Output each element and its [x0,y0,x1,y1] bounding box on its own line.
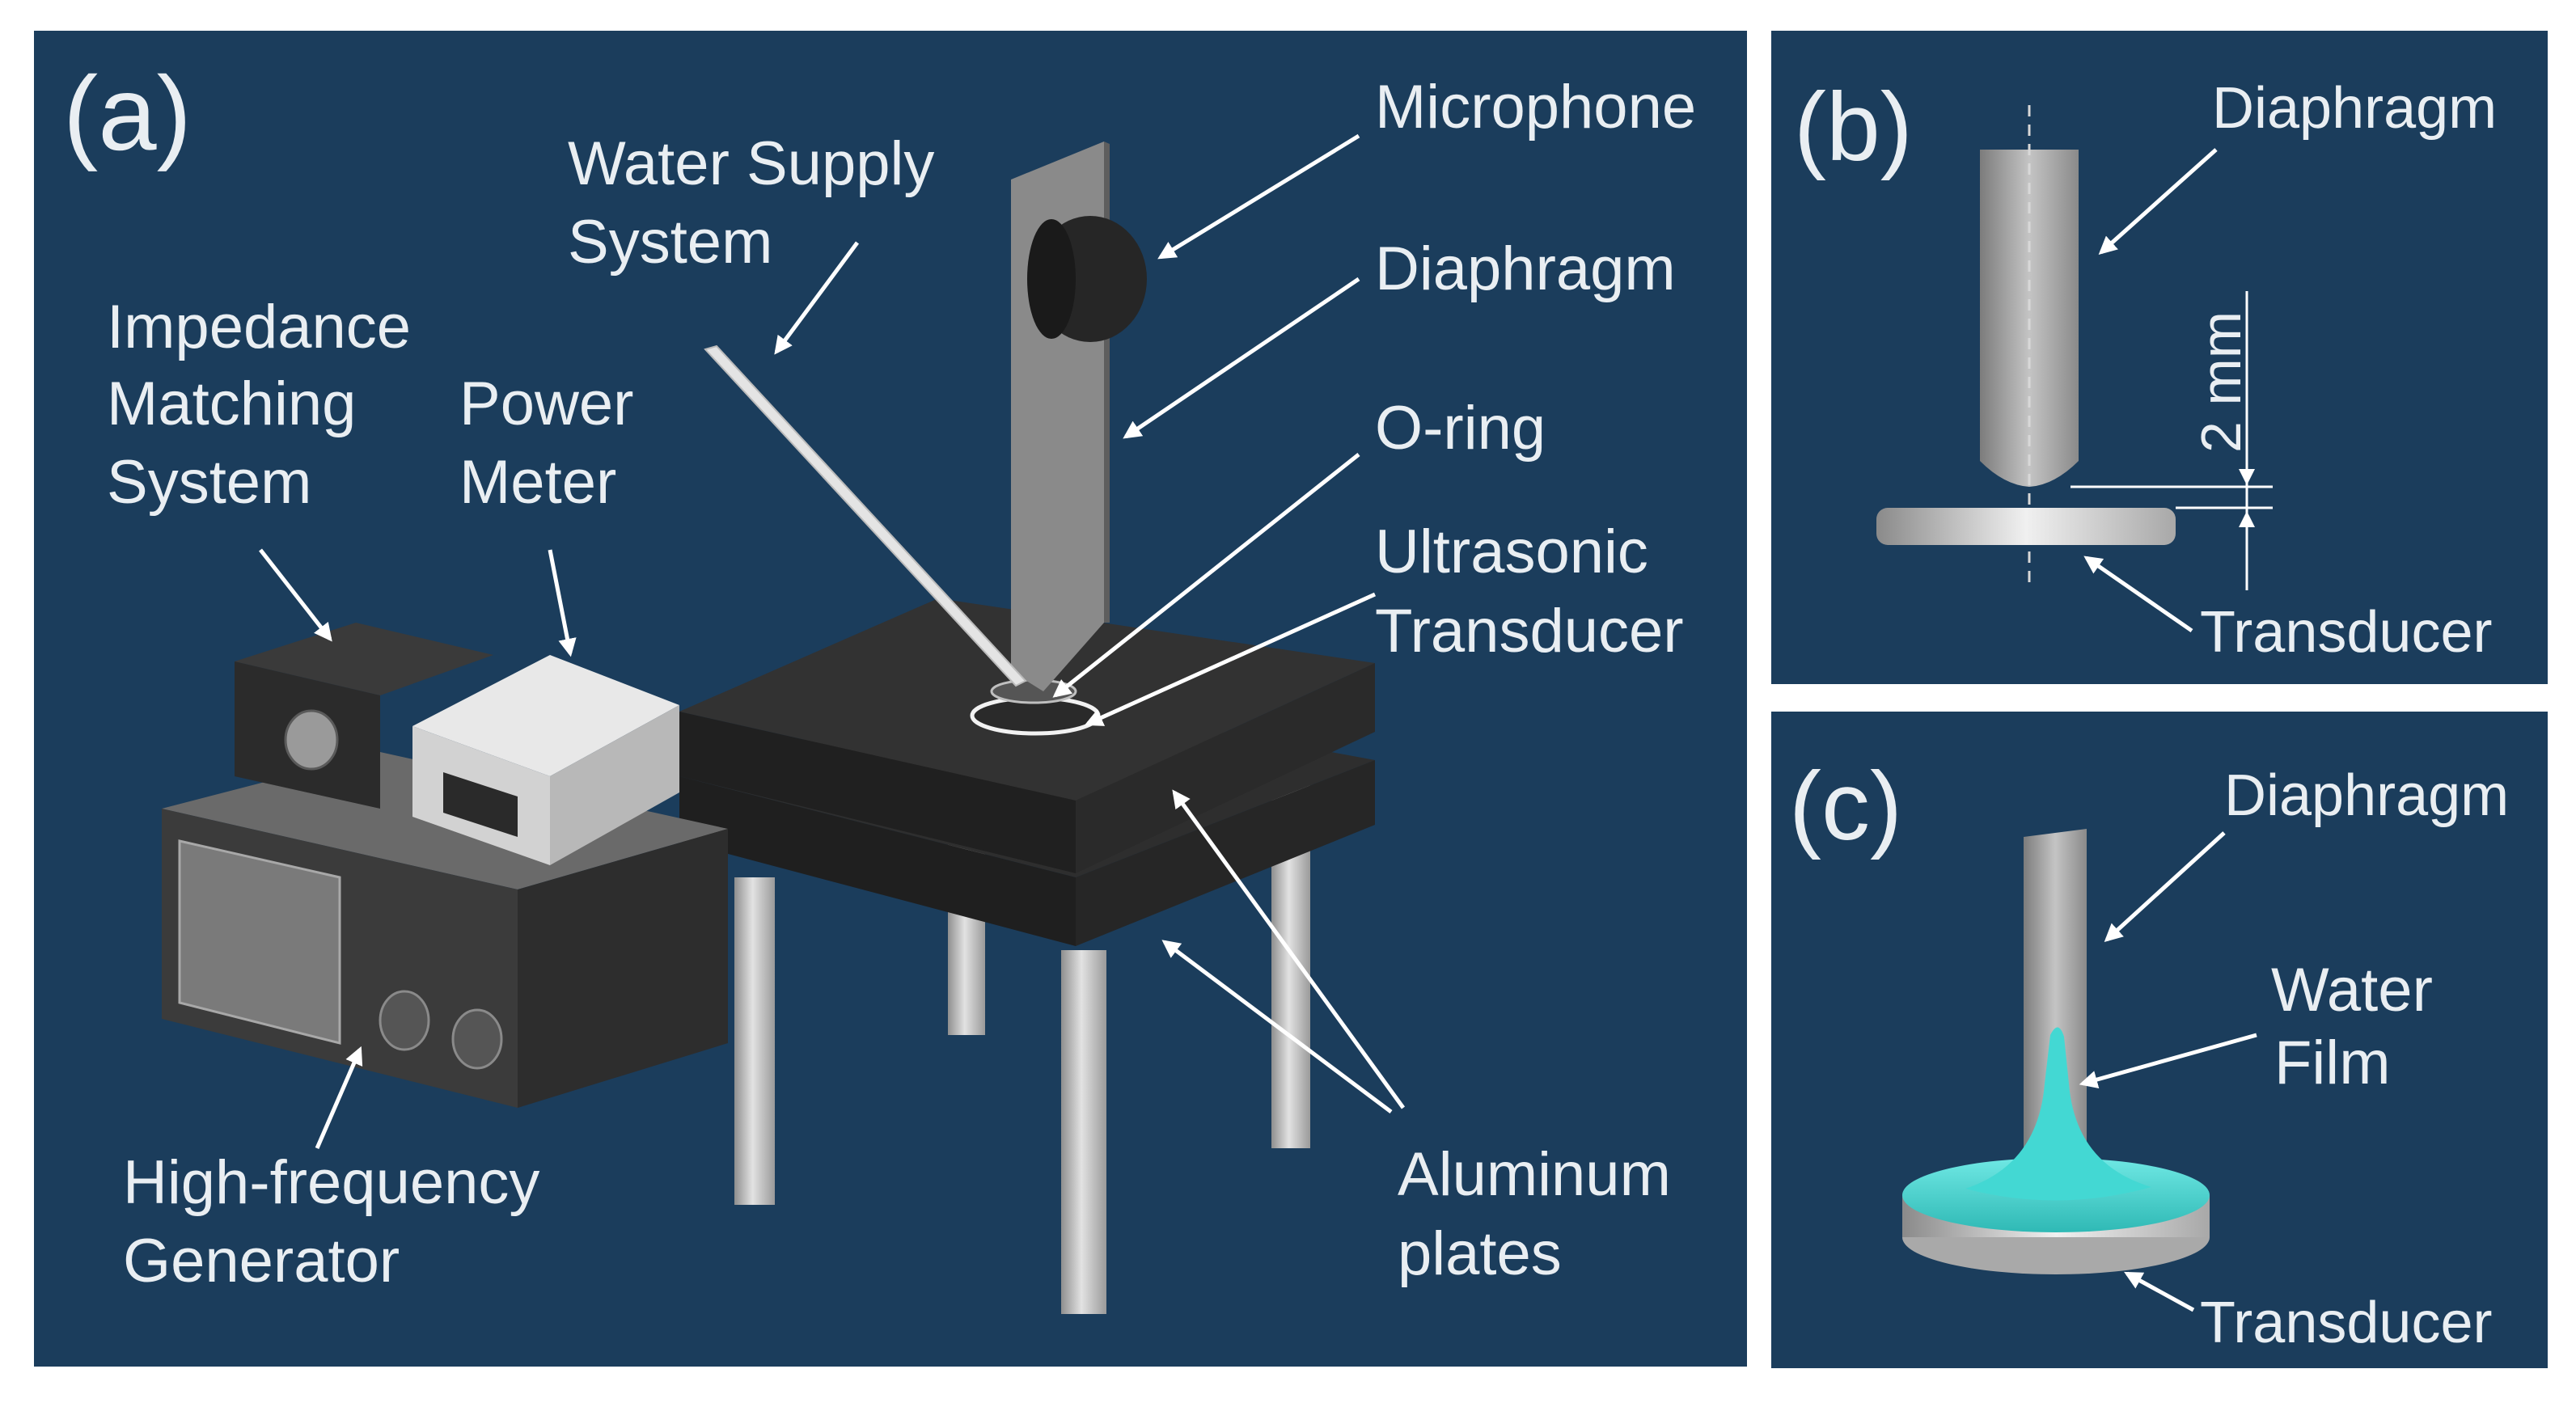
arrow-power-meter [548,549,577,657]
microphone-face [1027,219,1076,339]
arrow-plate-lower [1161,940,1393,1113]
arrow-o-ring [1052,453,1360,698]
power-meter-display [443,772,518,837]
upper-plate-side [1076,663,1375,873]
label-impedance-1: Impedance [107,293,411,361]
arrow-water-supply [774,241,860,355]
label-power-1: Power [459,370,633,438]
label-aluminum-1: Aluminum [1398,1140,1671,1209]
generator-side [518,829,728,1108]
generator-knob-right [451,1008,503,1070]
label-b-transducer: Transducer [2200,600,2492,665]
arrow-microphone [1157,133,1360,260]
label-water-supply-2: System [568,208,772,277]
label-c-diaphragm: Diaphragm [2224,763,2509,828]
label-c-water-1: Water [2271,956,2433,1025]
label-microphone: Microphone [1375,73,1696,142]
label-c-transducer: Transducer [2200,1291,2492,1355]
water-film-meniscus [1965,1027,2151,1201]
panel-b-background [1771,31,2548,684]
label-impedance-2: Matching [107,370,356,438]
power-meter [412,655,679,865]
panel-a-tag: (a) [63,54,192,172]
dimension-arrow-up [2239,511,2255,527]
dimension-arrow-down [2239,469,2255,485]
panel-a: (a) [34,31,1747,1367]
diaphragm-holder-edge [1104,142,1110,623]
impedance-top [235,623,493,695]
label-ultrasonic-1: Ultrasonic [1375,518,1648,586]
power-meter-top [412,655,679,776]
panel-b-tag: (b) [1794,73,1913,181]
label-generator-2: Generator [123,1227,400,1295]
label-impedance-3: System [107,448,311,517]
arrow-diaphragm [1123,277,1360,439]
impedance-knob [284,709,339,771]
label-c-water-2: Film [2274,1029,2391,1097]
label-water-supply-1: Water Supply [568,129,934,198]
lower-plate-front [679,776,1076,946]
impedance-matching-box [235,623,493,809]
panel-b: (b) 2 mm Diaphragm Transducer [1771,31,2548,684]
arrow-c-water [2079,1033,2257,1088]
generator-knob-left [379,990,430,1051]
arrow-generator [315,1046,363,1149]
arrow-b-transducer [2083,556,2193,633]
generator-screen [178,839,341,1045]
label-power-2: Meter [459,448,616,517]
label-ultrasonic-2: Transducer [1375,597,1684,665]
transducer-disk [1876,508,2176,545]
power-meter-side [550,705,679,865]
label-b-diaphragm: Diaphragm [2212,76,2497,141]
table-leg-front-right [1061,950,1106,1314]
upper-plate-front [679,712,1076,873]
diaphragm-rod [1980,150,2079,487]
panel-c-tag: (c) [1789,752,1902,860]
arrow-b-diaphragm [2098,148,2218,255]
arrow-c-transducer [2124,1271,2195,1312]
panel-c: (c) Diaphragm Water Film Transducer [1771,712,2548,1368]
lower-plate-side [1076,760,1375,946]
table-leg-front-left [734,877,775,1205]
arrow-plate-upper [1172,789,1406,1109]
label-o-ring: O-ring [1375,394,1546,463]
arrow-transducer [1084,592,1377,726]
label-gap: 2 mm [2189,311,2252,453]
water-supply-needle [704,344,1027,687]
arrow-impedance [259,548,332,642]
label-generator-1: High-frequency [123,1148,539,1217]
label-aluminum-2: plates [1398,1219,1562,1288]
diaphragm-blade [2024,829,2087,1164]
label-diaphragm: Diaphragm [1375,234,1676,303]
arrow-c-diaphragm [2104,831,2226,943]
